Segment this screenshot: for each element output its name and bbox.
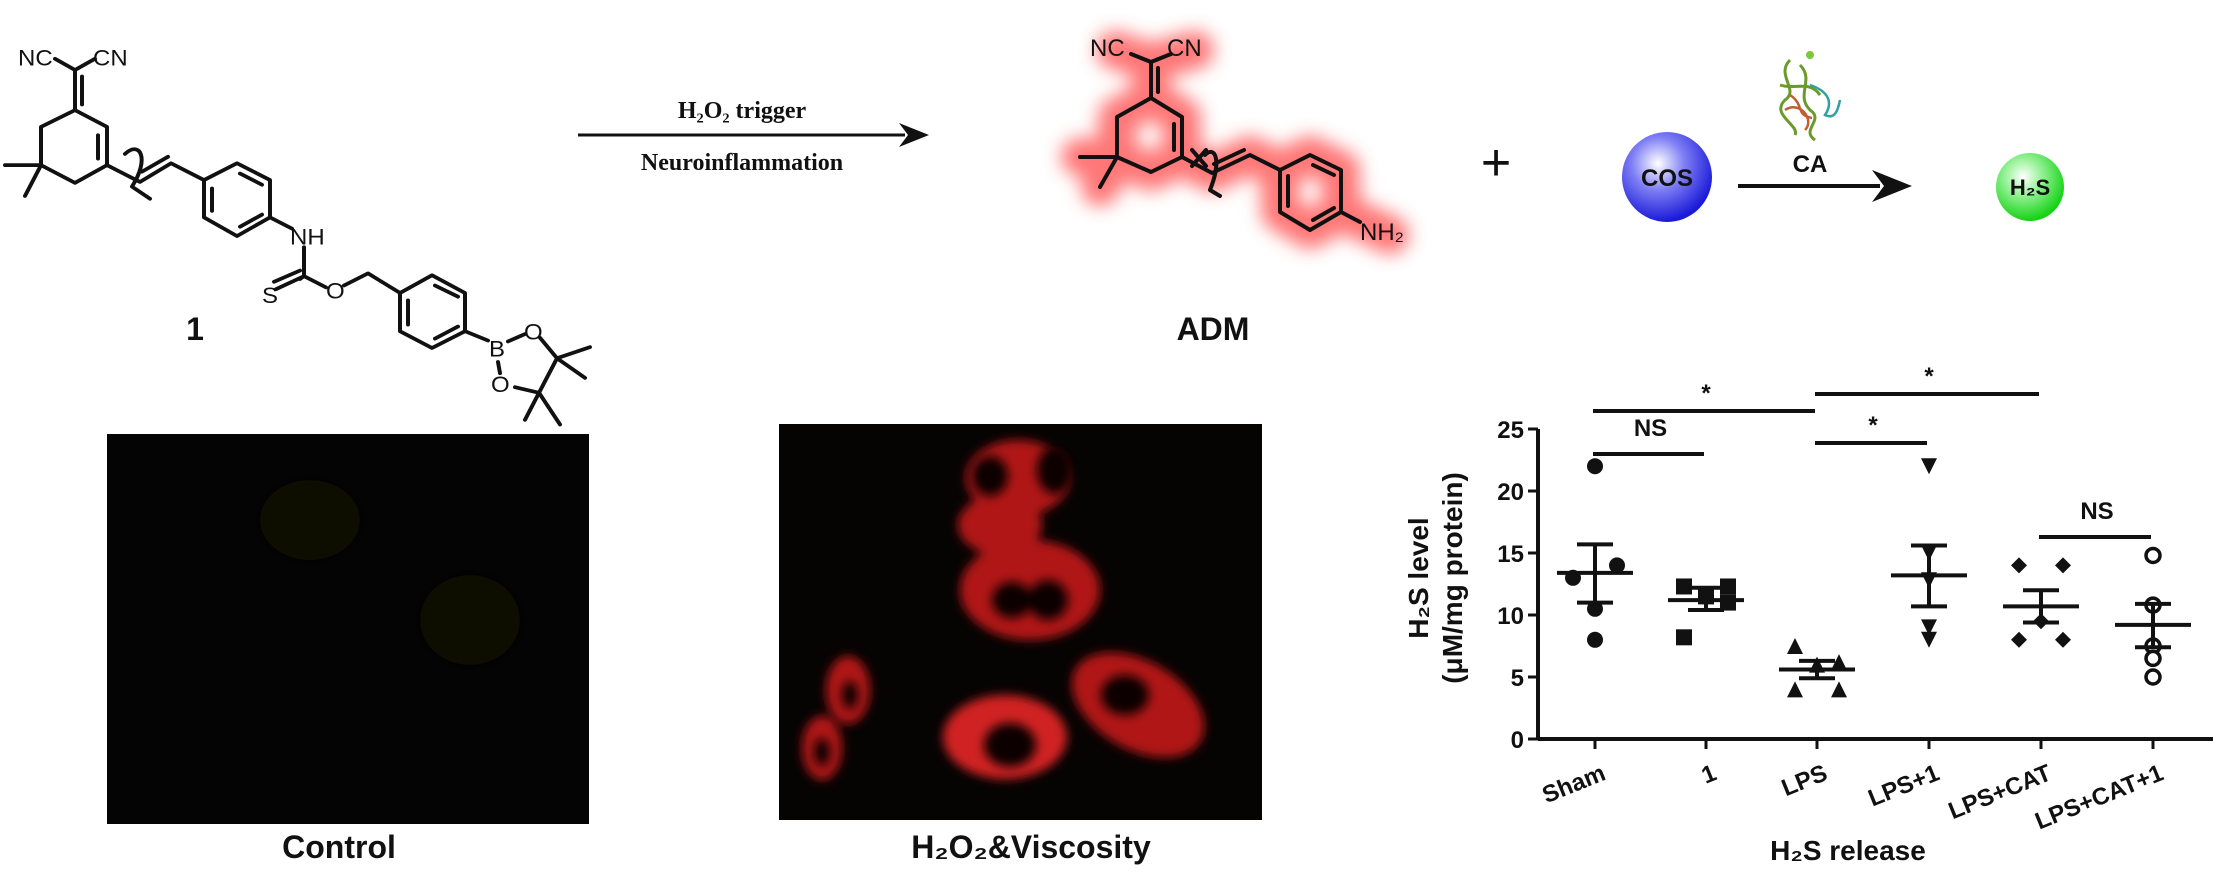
adm-structure: NC CN NH₂ [1061, 31, 1409, 254]
cos-label: COS [1641, 165, 1693, 192]
data-point [2055, 631, 2071, 648]
x-tick-label: LPS+1 [1864, 760, 1943, 813]
adm-label: ADM [1177, 311, 1250, 347]
significance-label: NS [2080, 498, 2113, 525]
atom-o1: O [524, 319, 543, 344]
compound-1-structure: NC CN NH S O B O O [3, 45, 592, 427]
micrograph-control [107, 434, 589, 824]
atom-cn: CN [93, 45, 128, 70]
h2s-label: H₂S [2010, 175, 2050, 200]
cos-conversion: COS CA H₂S [1622, 51, 2064, 222]
data-point [1720, 578, 1736, 595]
atom-o2: O [491, 372, 510, 397]
x-tick-label: LPS+CAT+1 [2031, 760, 2167, 836]
rotation-arrow-icon [1203, 150, 1222, 198]
atom-nh2: NH₂ [1360, 219, 1404, 246]
data-point [1676, 578, 1692, 595]
micrograph-h2o2-viscosity [779, 424, 1262, 820]
micrograph-control-label: Control [282, 829, 396, 865]
data-point [2055, 557, 2071, 574]
micrograph-h2o2-viscosity-label: H₂O₂&Viscosity [911, 829, 1151, 865]
y-tick-label: 10 [1497, 603, 1524, 630]
atom-o: O [326, 278, 345, 303]
atom-s: S [262, 283, 278, 308]
significance-label: * [1868, 412, 1878, 439]
data-point [2144, 668, 2162, 686]
y-tick-label: 5 [1511, 665, 1524, 692]
y-tick-label: 20 [1497, 479, 1524, 506]
cos-sphere [1622, 132, 1712, 222]
atom-nc: NC [18, 45, 53, 70]
data-point [1831, 654, 1847, 671]
x-tick-label: LPS [1778, 760, 1831, 803]
data-point [1921, 619, 1937, 636]
data-point [2011, 557, 2027, 574]
data-point [2144, 649, 2162, 668]
data-point [1587, 458, 1603, 475]
data-point [1587, 631, 1603, 648]
x-tick-label: Sham [1539, 760, 1610, 810]
atom-b: B [489, 336, 505, 361]
data-point [1921, 458, 1937, 475]
data-point [1787, 681, 1803, 698]
atom-nh: NH [290, 224, 325, 249]
rotation-arrow-icon [123, 147, 152, 201]
data-point [2144, 546, 2162, 565]
h2s-sphere [1996, 153, 2064, 221]
enzyme-label: CA [1793, 151, 1828, 178]
trigger-label: H₂O₂ trigger [678, 98, 807, 124]
atom-nc: NC [1090, 35, 1125, 62]
compound-1-label: 1 [186, 311, 204, 347]
data-point [1787, 638, 1803, 654]
y-tick-label: 15 [1497, 541, 1524, 568]
data-point [1831, 681, 1847, 698]
significance-label: * [1924, 363, 1934, 390]
data-point [2011, 631, 2027, 648]
plus-sign: + [1481, 134, 1511, 192]
y-tick-label: 25 [1497, 417, 1524, 444]
reaction-arrow: H₂O₂ trigger Neuroinflammation [578, 98, 929, 176]
data-point [1587, 600, 1603, 617]
x-axis-label: H₂S release [1770, 835, 1926, 866]
y-axis-label-line2: (μM/mg protein) [1437, 472, 1468, 684]
data-point [1609, 557, 1625, 574]
carbonic-anhydrase-protein-icon [1779, 51, 1842, 142]
data-point [1921, 631, 1937, 648]
blocked-rotation-icon [1190, 148, 1208, 168]
atom-cn: CN [1167, 35, 1202, 62]
data-point [1676, 629, 1692, 646]
x-tick-label: 1 [1698, 760, 1721, 790]
condition-label: Neuroinflammation [641, 150, 843, 176]
y-axis-label-line1: H₂S level [1403, 517, 1434, 638]
significance-label: NS [1634, 415, 1667, 442]
y-tick-label: 0 [1511, 727, 1524, 754]
significance-label: * [1701, 380, 1711, 407]
